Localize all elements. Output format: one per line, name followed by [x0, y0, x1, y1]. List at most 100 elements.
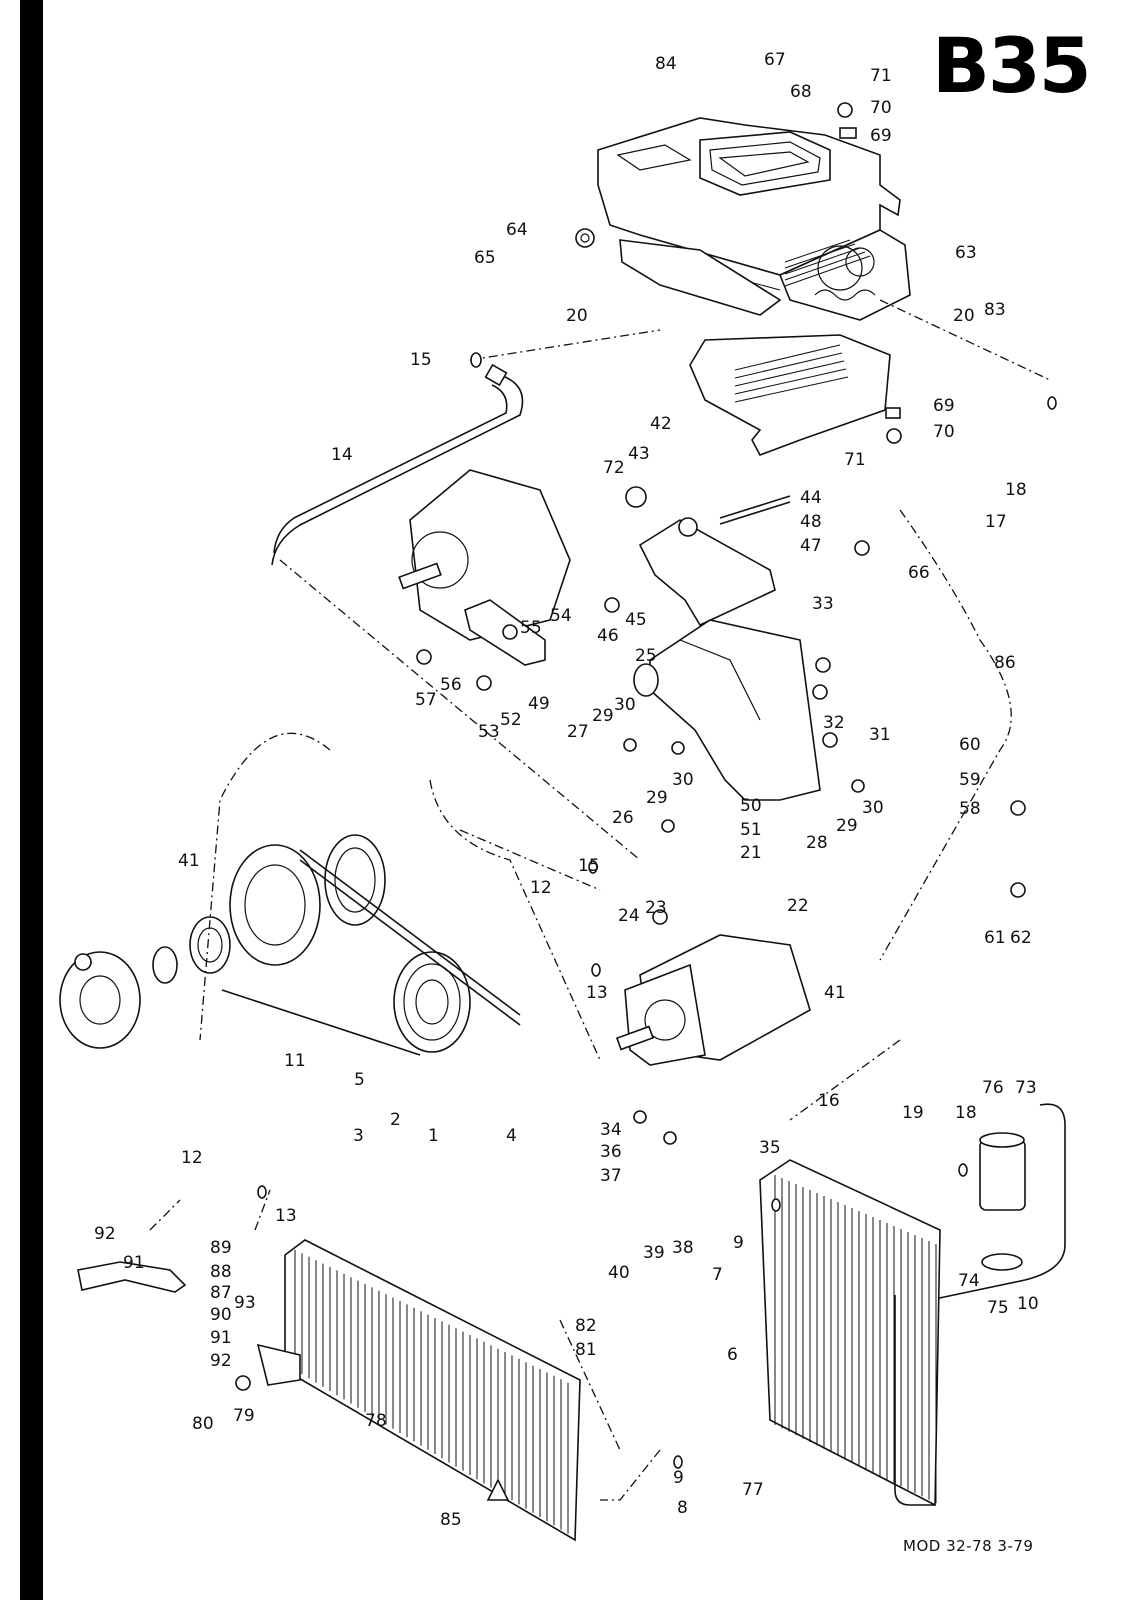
part-callout-20: 20 [953, 306, 975, 326]
part-callout-41: 41 [178, 851, 200, 871]
part-callout-8: 8 [677, 1498, 688, 1518]
part-callout-14: 14 [331, 445, 353, 465]
part-callout-18: 18 [1005, 480, 1027, 500]
part-callout-31: 31 [869, 725, 891, 745]
part-callout-4: 4 [506, 1126, 517, 1146]
routing-lines [149, 299, 1051, 1501]
part-callout-91: 91 [210, 1328, 232, 1348]
part-callout-46: 46 [597, 626, 619, 646]
pulley-and-belt [221, 849, 521, 1056]
suction-hose [271, 363, 524, 566]
part-callout-18: 18 [955, 1103, 977, 1123]
part-callout-79: 79 [233, 1406, 255, 1426]
compressor [615, 934, 811, 1066]
part-callout-1: 1 [428, 1126, 439, 1146]
part-callout-26: 26 [612, 808, 634, 828]
part-callout-21: 21 [740, 843, 762, 863]
part-callout-36: 36 [600, 1142, 622, 1162]
part-callout-27: 27 [567, 722, 589, 742]
part-callout-87: 87 [210, 1283, 232, 1303]
part-callout-39: 39 [643, 1243, 665, 1263]
part-callout-58: 58 [959, 799, 981, 819]
part-callout-70: 70 [870, 98, 892, 118]
part-callout-71: 71 [870, 66, 892, 86]
part-callout-40: 40 [608, 1263, 630, 1283]
receiver-dryer [929, 1103, 1066, 1301]
part-callout-61: 61 [984, 928, 1006, 948]
part-callout-90: 90 [210, 1305, 232, 1325]
part-callout-25: 25 [635, 646, 657, 666]
part-callout-91: 91 [123, 1253, 145, 1273]
part-callout-83: 83 [984, 300, 1006, 320]
part-callout-35: 35 [759, 1138, 781, 1158]
part-callout-59: 59 [959, 770, 981, 790]
part-callout-32: 32 [823, 713, 845, 733]
part-callout-75: 75 [987, 1298, 1009, 1318]
part-callout-63: 63 [955, 243, 977, 263]
part-callout-71: 71 [844, 450, 866, 470]
part-callout-62: 62 [1010, 928, 1032, 948]
part-callout-41: 41 [824, 983, 846, 1003]
part-callout-43: 43 [628, 444, 650, 464]
part-callout-29: 29 [836, 816, 858, 836]
evaporator-housing [597, 117, 911, 321]
part-callout-65: 65 [474, 248, 496, 268]
part-callout-11: 11 [284, 1051, 306, 1071]
part-callout-22: 22 [787, 896, 809, 916]
part-callout-64: 64 [506, 220, 528, 240]
part-callout-69: 69 [870, 126, 892, 146]
part-callout-73: 73 [1015, 1078, 1037, 1098]
part-callout-9: 9 [673, 1468, 684, 1488]
part-callout-50: 50 [740, 796, 762, 816]
part-callout-29: 29 [592, 706, 614, 726]
part-callout-49: 49 [528, 694, 550, 714]
bushing [678, 517, 698, 537]
part-callout-17: 17 [985, 512, 1007, 532]
part-callout-42: 42 [650, 414, 672, 434]
part-callout-44: 44 [800, 488, 822, 508]
condenser-left [256, 1239, 581, 1542]
part-callout-57: 57 [415, 690, 437, 710]
part-callout-77: 77 [742, 1480, 764, 1500]
part-callout-13: 13 [586, 983, 608, 1003]
part-callout-70: 70 [933, 422, 955, 442]
part-callout-12: 12 [530, 878, 552, 898]
part-callout-82: 82 [575, 1316, 597, 1336]
part-callout-30: 30 [614, 695, 636, 715]
part-callout-15: 15 [410, 350, 432, 370]
condenser-right [759, 1159, 941, 1507]
drawing-reference: MOD 32-78 3-79 [903, 1537, 1034, 1555]
part-callout-54: 54 [550, 606, 572, 626]
part-callout-48: 48 [800, 512, 822, 532]
part-callout-68: 68 [790, 82, 812, 102]
binding-edge [20, 0, 43, 1600]
part-callout-12: 12 [181, 1148, 203, 1168]
part-callout-85: 85 [440, 1510, 462, 1530]
part-callout-55: 55 [520, 618, 542, 638]
part-callout-3: 3 [353, 1126, 364, 1146]
mounting-strap [77, 1261, 187, 1293]
part-callout-78: 78 [365, 1411, 387, 1431]
part-callout-30: 30 [862, 798, 884, 818]
part-callout-20: 20 [566, 306, 588, 326]
part-callout-23: 23 [645, 898, 667, 918]
part-callout-37: 37 [600, 1166, 622, 1186]
part-callout-5: 5 [354, 1070, 365, 1090]
part-callout-30: 30 [672, 770, 694, 790]
part-callout-38: 38 [672, 1238, 694, 1258]
part-callout-33: 33 [812, 594, 834, 614]
part-callout-84: 84 [655, 54, 677, 74]
part-callout-72: 72 [603, 458, 625, 478]
part-callout-13: 13 [275, 1206, 297, 1226]
alternator [398, 469, 571, 641]
part-callout-51: 51 [740, 820, 762, 840]
mounting-bracket [638, 519, 776, 627]
part-callout-67: 67 [764, 50, 786, 70]
part-callout-52: 52 [500, 710, 522, 730]
part-callout-88: 88 [210, 1262, 232, 1282]
part-callout-15: 15 [578, 856, 600, 876]
part-callout-86: 86 [994, 653, 1016, 673]
part-callout-45: 45 [625, 610, 647, 630]
part-callout-47: 47 [800, 536, 822, 556]
